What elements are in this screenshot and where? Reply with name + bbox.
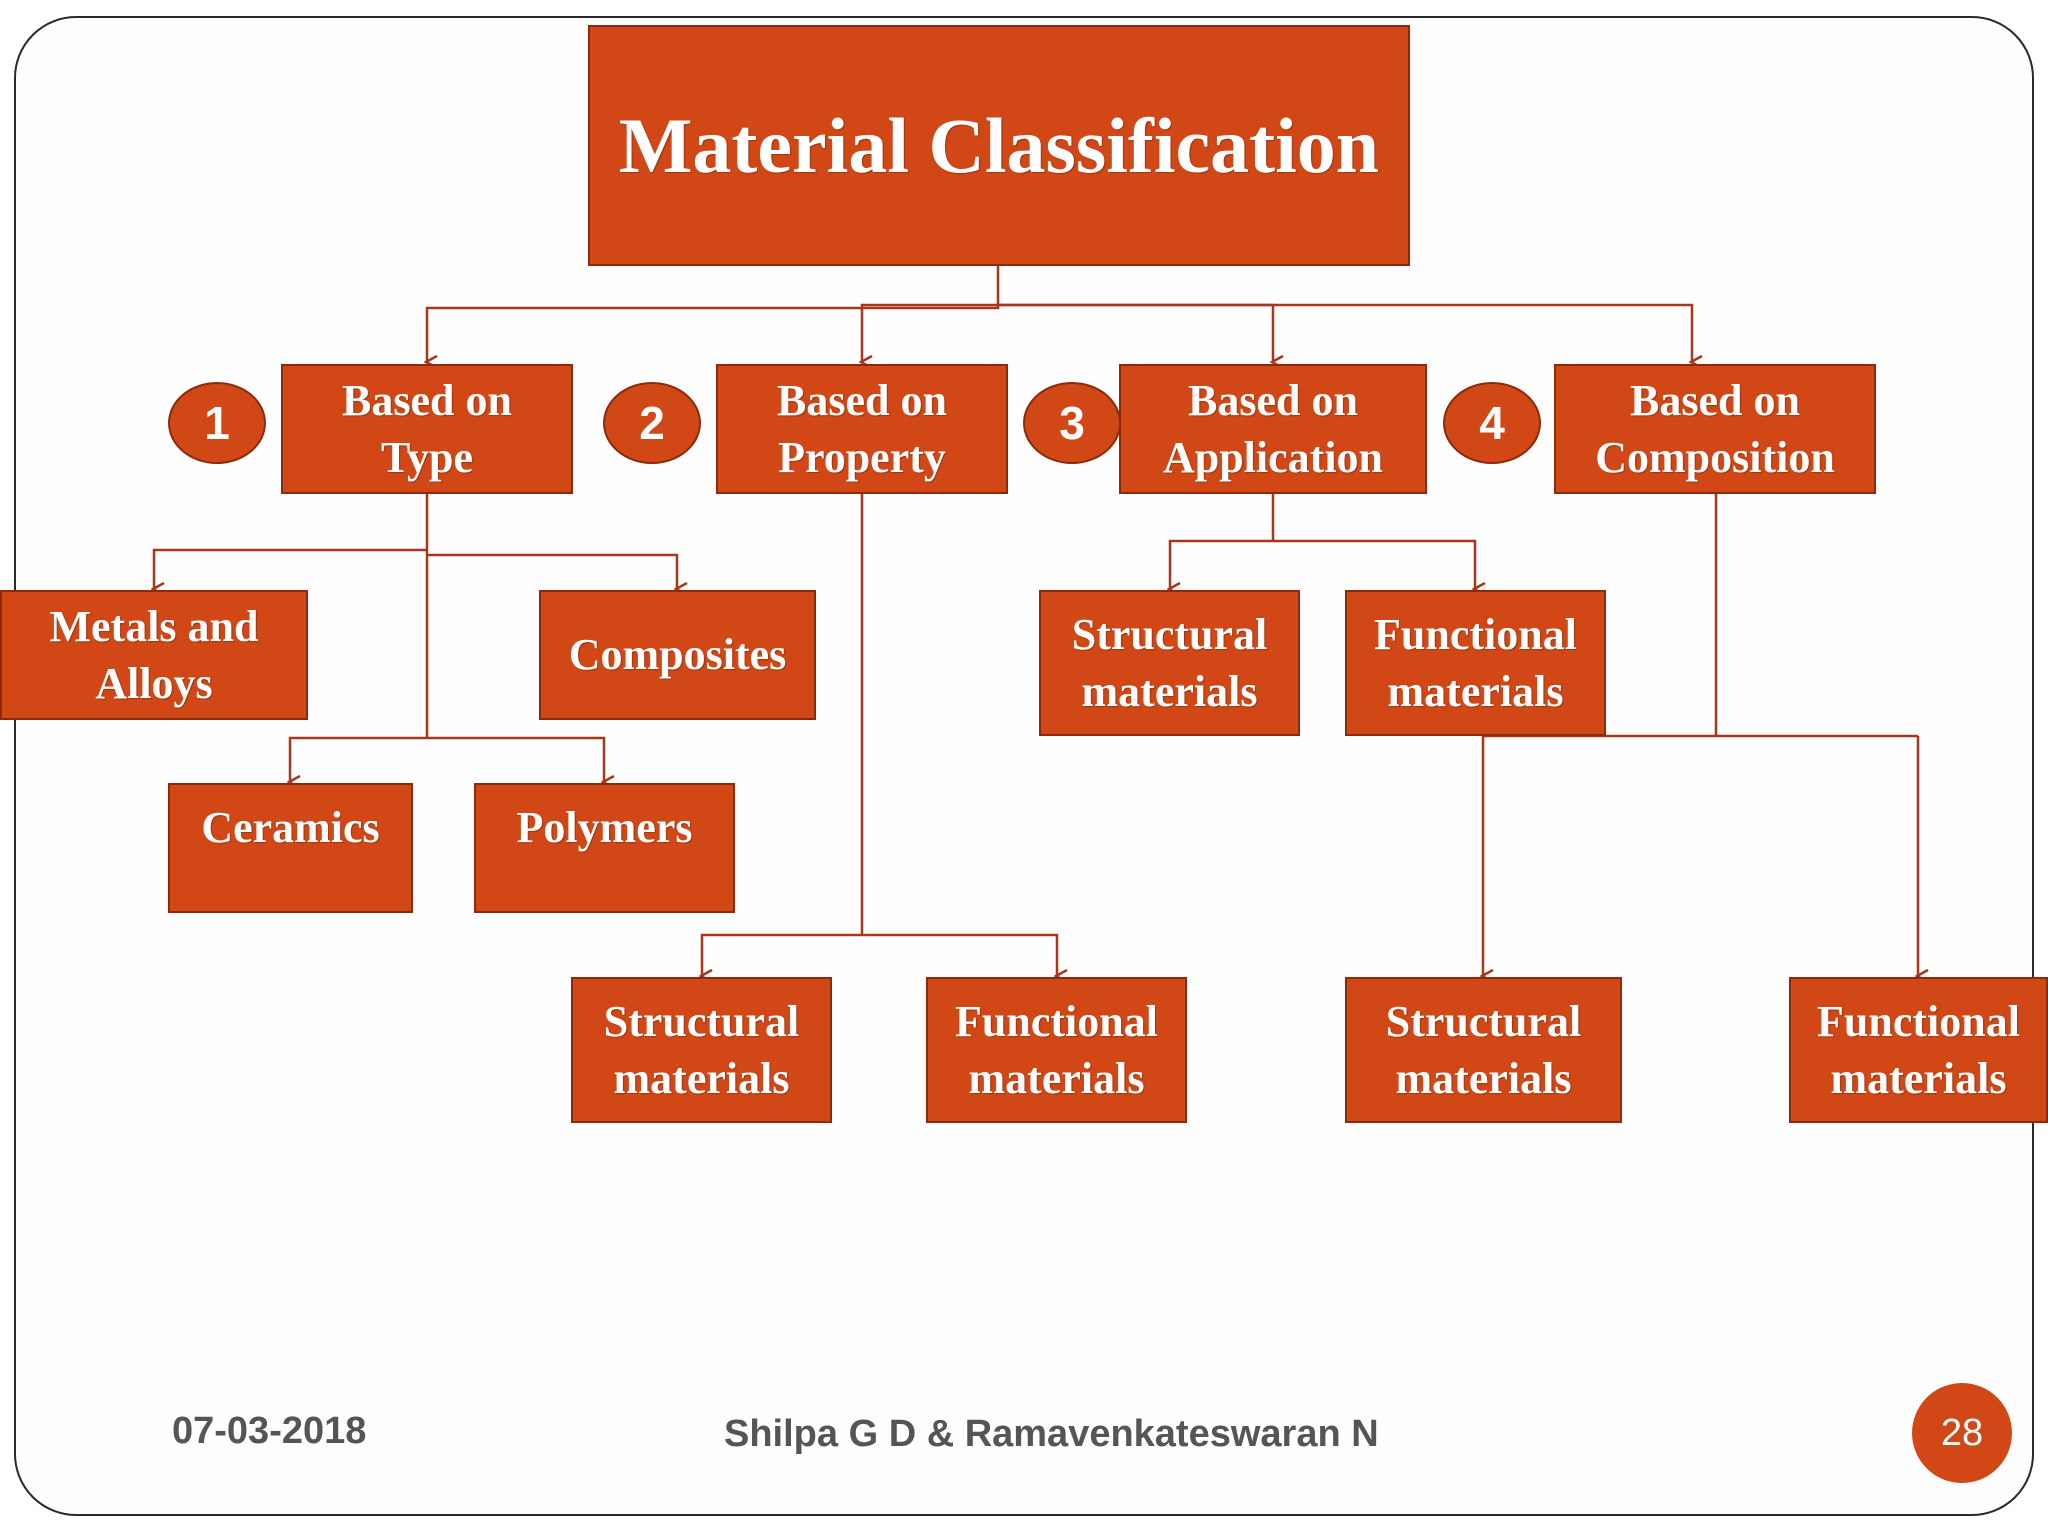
composites-box: Composites <box>539 590 816 720</box>
application-functional-line1: Functional <box>1374 609 1577 659</box>
property-structural-box: Structural materials <box>571 977 832 1123</box>
number-badge-1: 1 <box>168 382 266 464</box>
property-functional-box: Functional materials <box>926 977 1187 1123</box>
number-badge-2: 2 <box>603 382 701 464</box>
number-badge-3: 3 <box>1023 382 1121 464</box>
connector-type-metals <box>154 548 427 589</box>
category-type-line1: Based on <box>342 375 512 425</box>
category-application-box: Based on Application <box>1119 364 1427 494</box>
composition-structural-line1: Structural <box>1385 996 1582 1046</box>
ceramics-label: Ceramics <box>201 803 380 852</box>
property-structural-line2: materials <box>613 1054 790 1103</box>
composition-structural-box: Structural materials <box>1345 977 1622 1123</box>
application-structural-box: Structural materials <box>1039 590 1300 736</box>
footer-authors: Shilpa G D & Ramavenkateswaran N <box>724 1413 1379 1455</box>
connector-property-functional <box>862 933 1057 976</box>
connector-type-ceramics <box>290 736 427 782</box>
metals-and-alloys-box: Metals and Alloys <box>0 590 308 720</box>
composition-functional-box: Functional materials <box>1789 977 2048 1123</box>
application-structural-line2: materials <box>1081 667 1258 716</box>
category-property-line2: Property <box>778 433 946 482</box>
property-functional-line1: Functional <box>955 996 1158 1046</box>
connector-type-polymers <box>427 736 604 782</box>
title-box: Material Classification <box>588 25 1410 266</box>
metals-line2: Alloys <box>95 659 213 708</box>
category-application-line1: Based on <box>1188 375 1358 425</box>
connector-title-composition <box>998 303 1692 362</box>
connector-title-type <box>427 266 1000 362</box>
connector-application-functional <box>1273 539 1475 589</box>
application-structural-line1: Structural <box>1071 609 1268 659</box>
connector-type-composites <box>427 553 677 589</box>
property-structural-line1: Structural <box>603 996 800 1046</box>
category-type-box: Based on Type <box>281 364 573 494</box>
footer-date: 07-03-2018 <box>172 1410 367 1452</box>
connector-title-application <box>998 303 1273 362</box>
metals-line1: Metals and <box>49 601 259 651</box>
polymers-label: Polymers <box>516 803 693 852</box>
page-number: 28 <box>1912 1383 2012 1483</box>
category-application-line2: Application <box>1162 433 1384 482</box>
connector-application-structural <box>1170 539 1273 589</box>
application-functional-line2: materials <box>1387 667 1564 716</box>
composition-functional-line1: Functional <box>1817 996 2020 1046</box>
application-functional-box: Functional materials <box>1345 590 1606 736</box>
category-property-box: Based on Property <box>716 364 1008 494</box>
composition-functional-line2: materials <box>1830 1054 2007 1103</box>
category-type-line2: Type <box>380 433 474 482</box>
number-badge-4: 4 <box>1443 382 1541 464</box>
polymers-box: Polymers <box>474 783 735 913</box>
connector-property-structural <box>702 933 862 976</box>
slide-frame <box>14 16 2034 1516</box>
category-property-line1: Based on <box>777 375 947 425</box>
category-composition-box: Based on Composition <box>1554 364 1876 494</box>
property-functional-line2: materials <box>968 1054 1145 1103</box>
composites-label: Composites <box>568 630 787 680</box>
category-composition-line1: Based on <box>1630 375 1800 425</box>
composition-structural-line2: materials <box>1395 1054 1572 1103</box>
title-text: Material Classification <box>618 101 1380 189</box>
category-composition-line2: Composition <box>1595 433 1835 482</box>
connector-title-property <box>862 303 998 362</box>
ceramics-box: Ceramics <box>168 783 413 913</box>
